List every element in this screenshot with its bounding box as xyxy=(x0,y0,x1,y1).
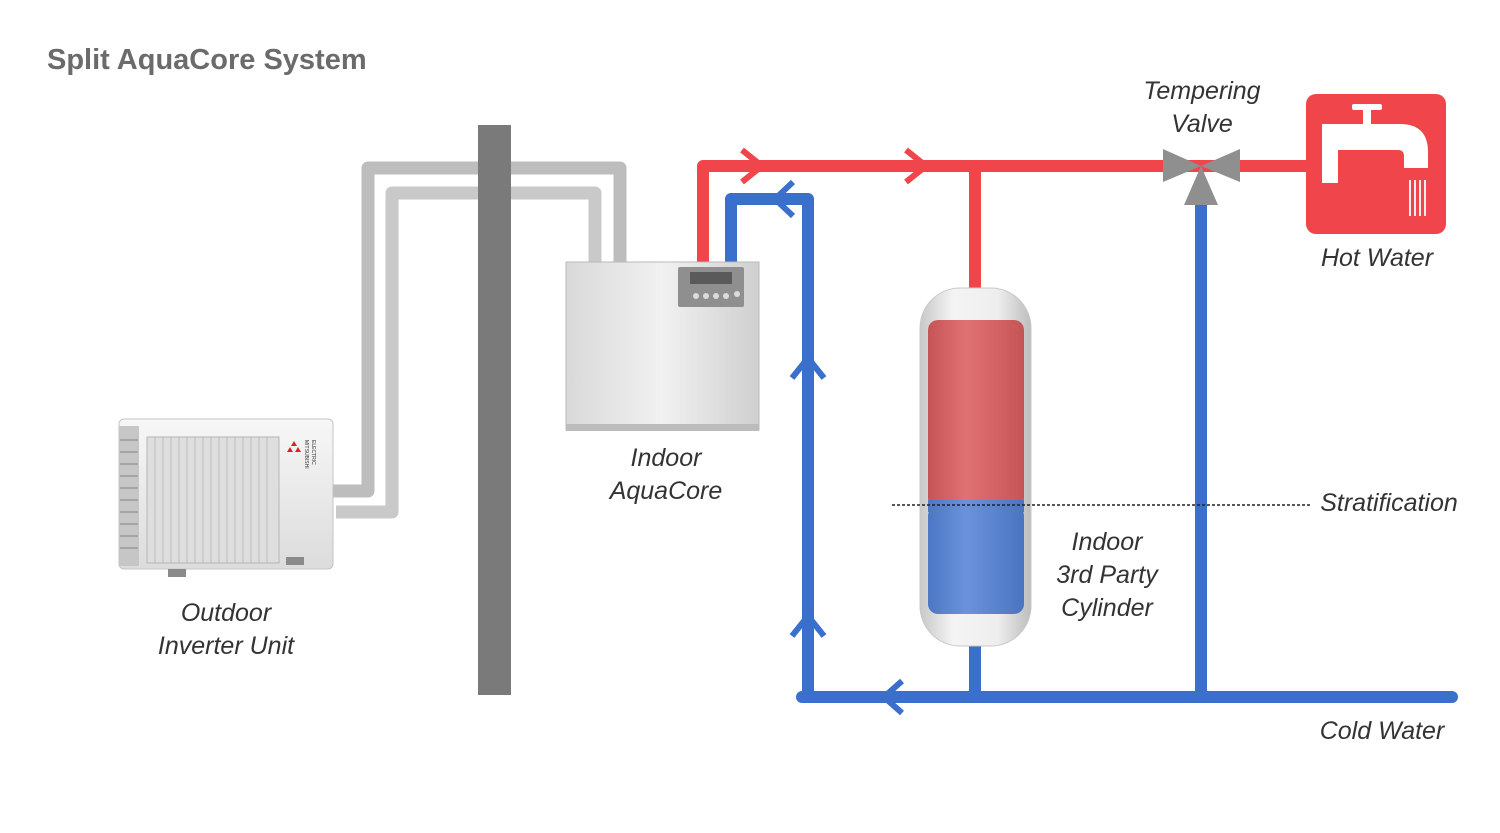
valve-body-right xyxy=(1201,149,1240,182)
outdoor-inverter-unit: MITSUBISHI ELECTRIC xyxy=(118,418,334,577)
valve-body-left xyxy=(1163,149,1201,182)
cylinder-cold-section xyxy=(928,506,1024,614)
outdoor-unit-label-line1: Outdoor xyxy=(181,599,273,627)
diagram-title: Split AquaCore System xyxy=(47,44,367,76)
brand-text-2: ELECTRIC xyxy=(310,440,316,465)
hot-water-pipes xyxy=(697,147,1318,290)
hot-water-label: Hot Water xyxy=(1321,244,1435,272)
tempering-valve-label-line2: Valve xyxy=(1171,110,1233,138)
valve-body-bottom xyxy=(1184,166,1218,205)
return-arrow-top xyxy=(772,179,796,219)
up-arrow-lower xyxy=(789,613,827,638)
stratification-label: Stratification xyxy=(1320,489,1458,517)
refrigerant-pipe-inner xyxy=(336,186,602,519)
cold-water-label: Cold Water xyxy=(1320,717,1446,745)
return-pipe xyxy=(725,193,814,697)
hot-water-tap-icon xyxy=(1306,94,1446,234)
indoor-cylinder xyxy=(919,287,1032,647)
refrigerant-pipes xyxy=(332,161,627,519)
outdoor-unit-label-line2: Inverter Unit xyxy=(158,632,295,660)
cold-flow-arrow xyxy=(881,678,904,716)
refrigerant-pipe-outer xyxy=(332,161,627,498)
cylinder-label-line1: Indoor xyxy=(1072,528,1145,556)
cylinder-label-line3: Cylinder xyxy=(1061,594,1154,622)
hot-flow-pipe xyxy=(697,160,1318,264)
indoor-aquacore-label-line1: Indoor xyxy=(631,444,704,472)
up-arrow-upper xyxy=(789,355,827,380)
indoor-aquacore-unit xyxy=(565,261,760,431)
building-wall xyxy=(478,125,511,695)
tempering-valve xyxy=(1163,149,1240,205)
brand-logo xyxy=(287,441,301,452)
cylinder-label-line2: 3rd Party xyxy=(1056,561,1159,589)
brand-text: MITSUBISHI xyxy=(303,440,309,469)
cold-water-pipes xyxy=(725,179,1458,716)
cylinder-hot-section xyxy=(928,320,1024,508)
indoor-aquacore-label-line2: AquaCore xyxy=(608,477,723,505)
tempering-valve-label-line1: Tempering xyxy=(1143,77,1260,105)
hot-flow-arrow-1 xyxy=(740,147,765,185)
hot-flow-arrow-2 xyxy=(904,147,929,185)
fan-grille xyxy=(146,436,280,564)
